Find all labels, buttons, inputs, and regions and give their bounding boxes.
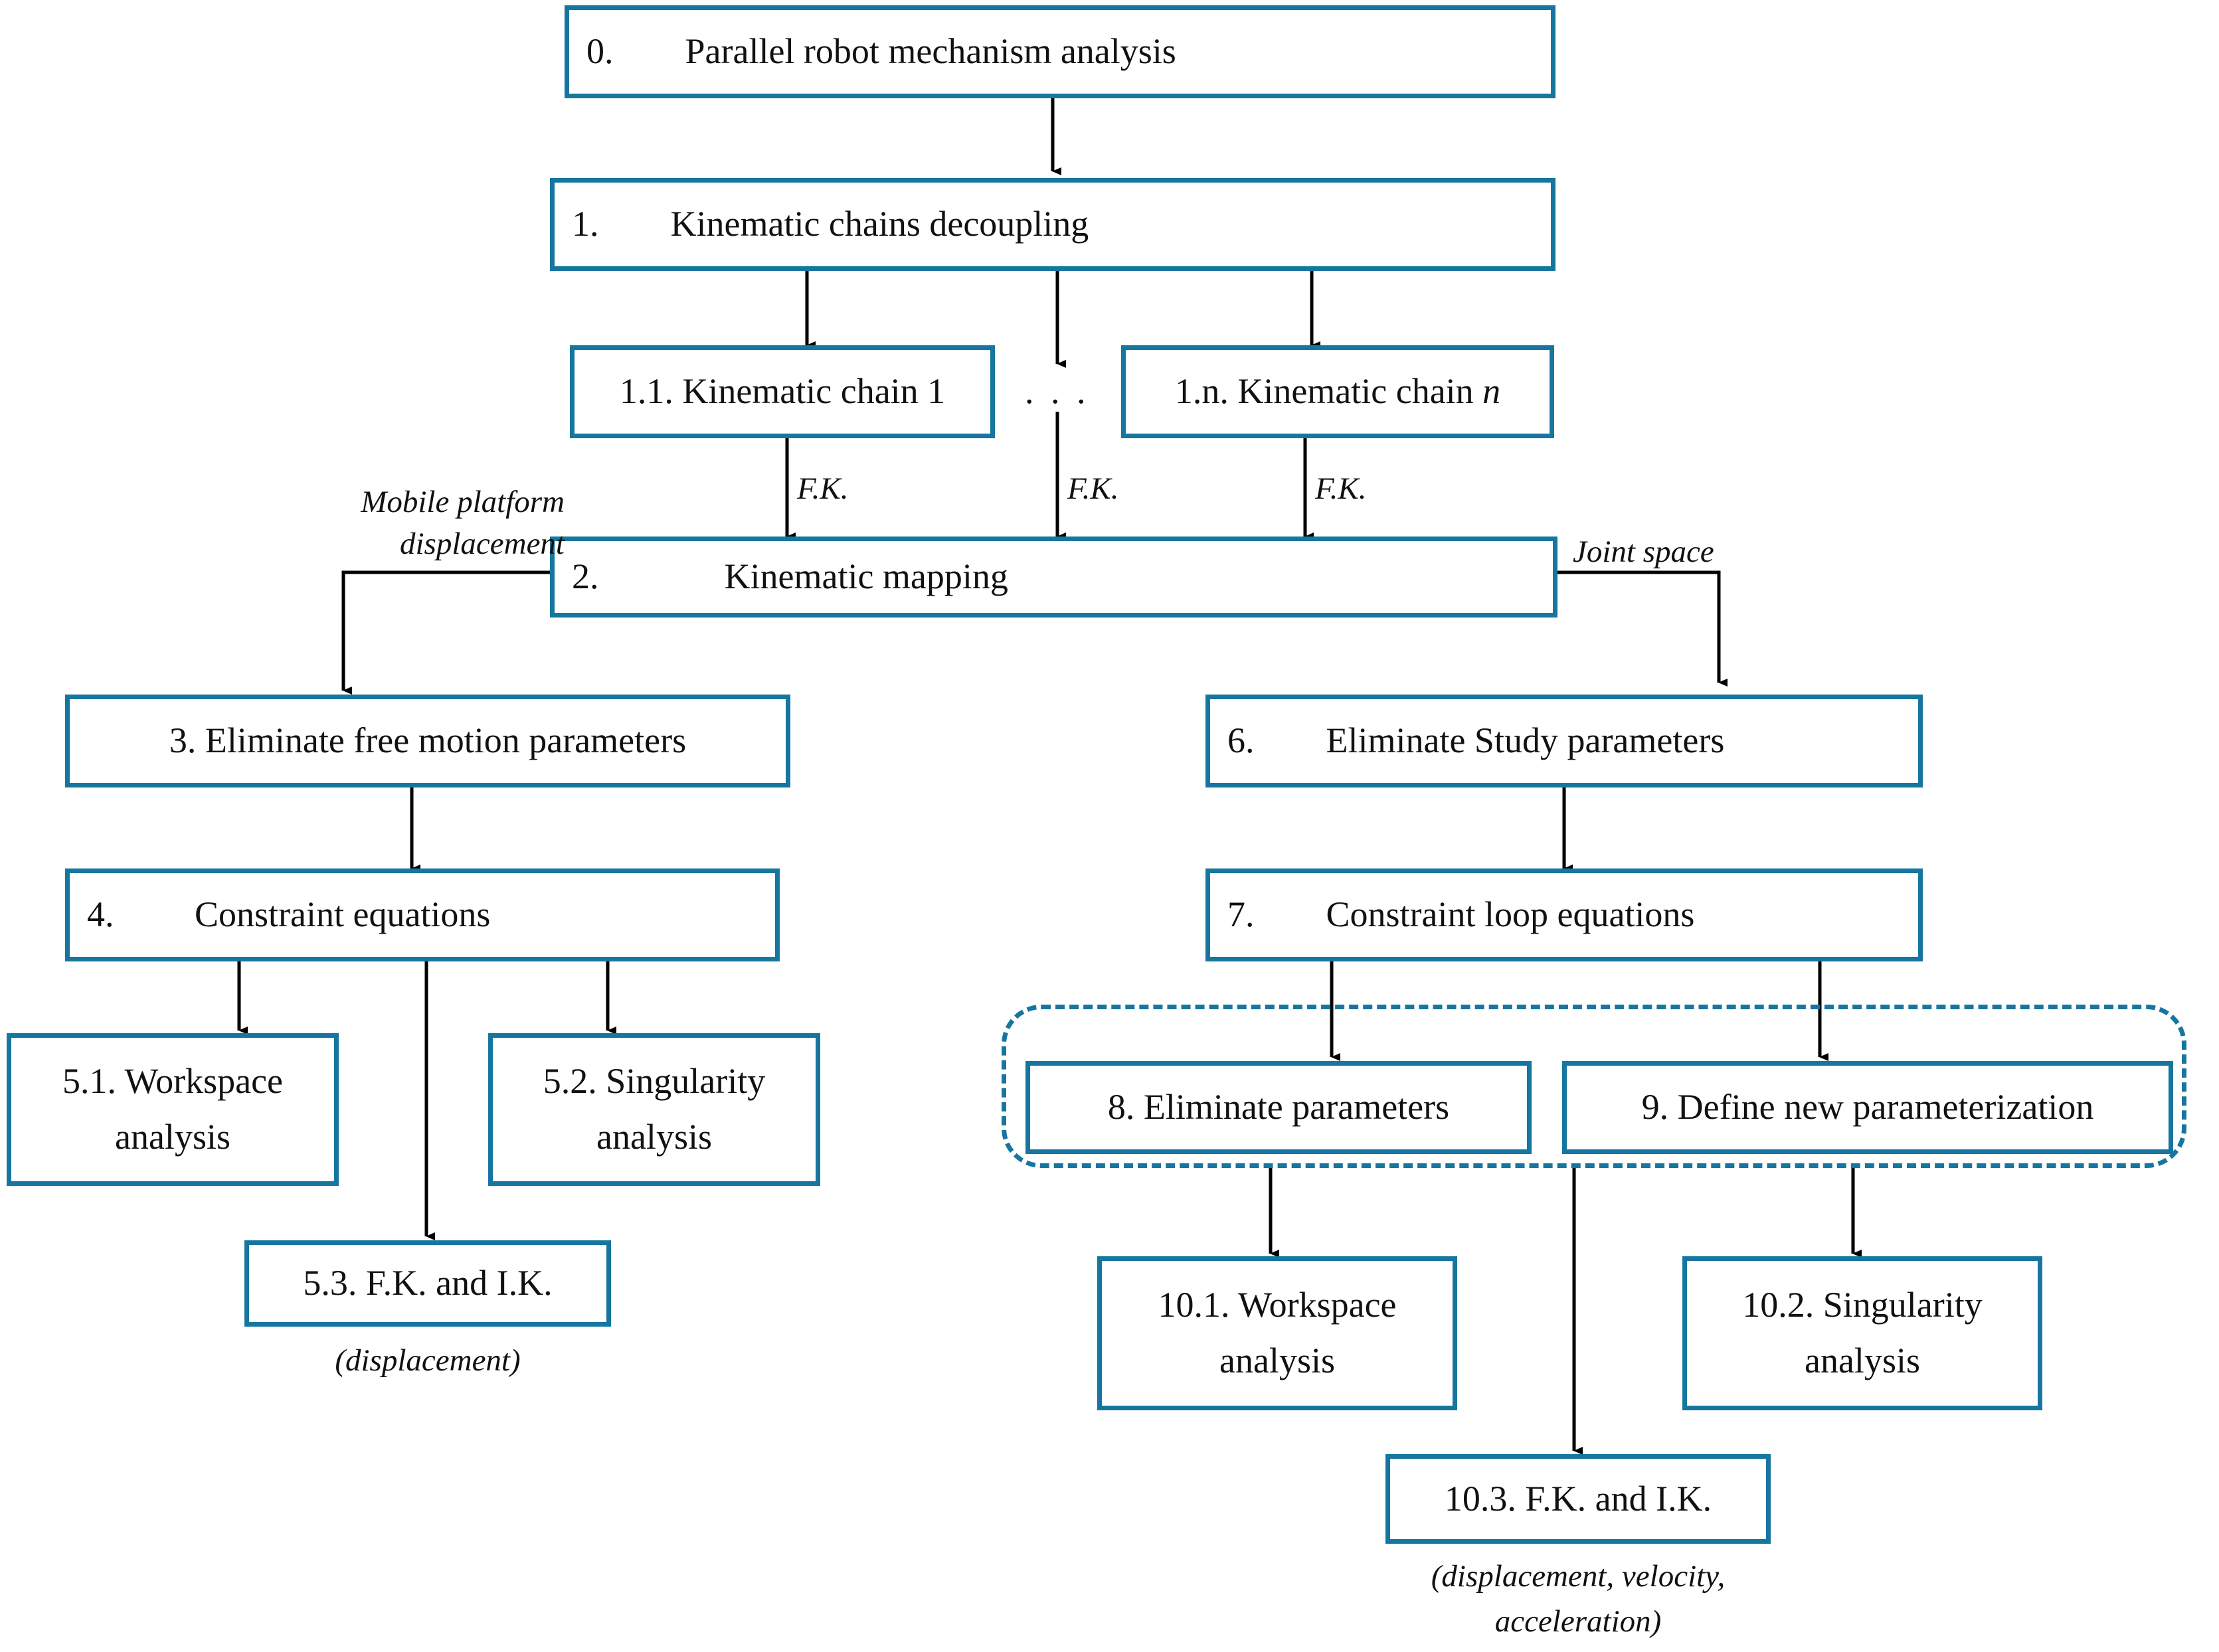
node-5-2-label: 5.2. Singularity analysis — [543, 1061, 766, 1157]
node-9-label: 9. Define new parameterization — [1641, 1087, 2094, 1127]
node-10-2-singularity-analysis[interactable]: 10.2. Singularity analysis — [1682, 1256, 2042, 1410]
node-5-3-fk-and-ik[interactable]: 5.3. F.K. and I.K. — [244, 1240, 611, 1327]
node-6-label: 6. Eliminate Study parameters — [1227, 720, 1725, 761]
node-1-label: 1. Kinematic chains decoupling — [572, 204, 1089, 244]
node-10-2-label: 10.2. Singularity analysis — [1742, 1285, 1983, 1380]
node-4-label: 4. Constraint equations — [87, 894, 491, 935]
node-8-label: 8. Eliminate parameters — [1107, 1087, 1450, 1127]
node-1-1-kinematic-chain-1[interactable]: 1.1. Kinematic chain 1 — [570, 345, 995, 438]
node-9-define-new-parameterization[interactable]: 9. Define new parameterization — [1562, 1061, 2173, 1154]
ellipsis-label: . . . — [1025, 371, 1090, 411]
node-5-1-workspace-analysis[interactable]: 5.1. Workspace analysis — [7, 1033, 339, 1186]
node-1-n-label: 1.n. Kinematic chain n — [1174, 371, 1501, 412]
node-8-eliminate-parameters[interactable]: 8. Eliminate parameters — [1025, 1061, 1532, 1154]
dashed-group-8-9 — [1002, 1005, 2186, 1168]
caption-below-10-3: (displacement, velocity, acceleration) — [1431, 1559, 1726, 1639]
edge-label-fk-1: F.K. — [797, 471, 849, 506]
node-10-3-fk-and-ik[interactable]: 10.3. F.K. and I.K. — [1385, 1454, 1771, 1544]
node-3-label: 3. Eliminate free motion parameters — [169, 720, 687, 761]
node-2-label: 2. Kinematic mapping — [572, 556, 1008, 597]
node-5-3-label: 5.3. F.K. and I.K. — [303, 1263, 553, 1303]
node-10-1-label: 10.1. Workspace analysis — [1158, 1285, 1397, 1380]
caption-below-5-3: (displacement) — [335, 1343, 521, 1378]
edge-label-fk-3: F.K. — [1315, 471, 1367, 506]
node-1-n-kinematic-chain-n[interactable]: 1.n. Kinematic chain n — [1121, 345, 1554, 438]
node-10-3-label: 10.3. F.K. and I.K. — [1444, 1478, 1712, 1519]
edge-label-fk-2: F.K. — [1067, 471, 1119, 506]
node-1-1-label: 1.1. Kinematic chain 1 — [619, 371, 946, 412]
node-0-parallel-robot-mechanism-analysis[interactable]: 0. Parallel robot mechanism analysis — [565, 5, 1555, 98]
node-6-eliminate-study-parameters[interactable]: 6. Eliminate Study parameters — [1205, 695, 1923, 787]
node-0-label: 0. Parallel robot mechanism analysis — [586, 31, 1176, 72]
edge-label-mobile-platform-displacement: Mobile platform displacement — [361, 485, 565, 562]
node-5-2-singularity-analysis[interactable]: 5.2. Singularity analysis — [488, 1033, 820, 1186]
ellipsis-between-chains: . . . — [1025, 371, 1090, 412]
node-7-label: 7. Constraint loop equations — [1227, 894, 1695, 935]
node-2-kinematic-mapping[interactable]: 2. Kinematic mapping — [550, 537, 1557, 618]
edge-label-joint-space: Joint space — [1573, 535, 1714, 569]
node-3-eliminate-free-motion-parameters[interactable]: 3. Eliminate free motion parameters — [65, 695, 790, 787]
node-1-kinematic-chains-decoupling[interactable]: 1. Kinematic chains decoupling — [550, 178, 1555, 271]
node-4-constraint-equations[interactable]: 4. Constraint equations — [65, 868, 780, 961]
node-10-1-workspace-analysis[interactable]: 10.1. Workspace analysis — [1097, 1256, 1457, 1410]
node-5-1-label: 5.1. Workspace analysis — [62, 1061, 284, 1157]
node-7-constraint-loop-equations[interactable]: 7. Constraint loop equations — [1205, 868, 1923, 961]
